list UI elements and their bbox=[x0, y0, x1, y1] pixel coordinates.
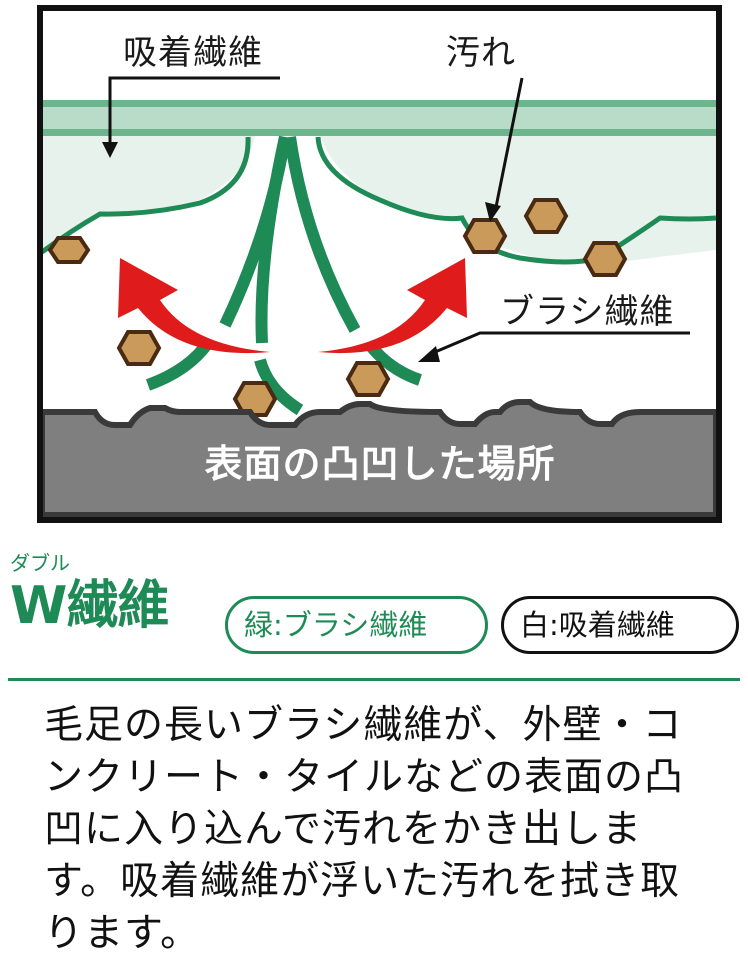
diagram-illustration bbox=[37, 5, 722, 523]
legend-green-badge: 緑:ブラシ繊維 bbox=[225, 596, 488, 654]
section-divider bbox=[8, 678, 740, 681]
label-absorbent-fiber: 吸着繊維 bbox=[123, 33, 263, 73]
legend-white-badge: 白:吸着繊維 bbox=[501, 596, 739, 654]
label-dirt: 汚れ bbox=[446, 33, 516, 73]
dirt-particles bbox=[47, 198, 628, 417]
arrow-left-icon bbox=[118, 258, 270, 354]
label-brush-fiber: ブラシ繊維 bbox=[500, 292, 675, 332]
diagram-frame bbox=[37, 5, 722, 523]
label-surface: 表面の凸凹した場所 bbox=[204, 442, 556, 486]
fiber-diagram: 吸着繊維 汚れ ブラシ繊維 表面の凸凹した場所 bbox=[37, 5, 722, 523]
brush-fibers bbox=[145, 135, 423, 416]
title-ruby: ダブル bbox=[10, 551, 70, 575]
uneven-surface bbox=[39, 399, 719, 518]
description-text: 毛足の長いブラシ繊維が、外壁・コンクリート・タイルなどの表面の凸凹に入り込んで汚… bbox=[44, 703, 685, 956]
section-title: W繊維 bbox=[10, 576, 169, 636]
pointer-brush-icon bbox=[418, 346, 440, 362]
pointer-dirt-icon bbox=[485, 202, 501, 222]
arrow-right-icon bbox=[318, 258, 467, 354]
absorbent-fiber-outline-left bbox=[40, 136, 251, 255]
pointer-absorbent-icon bbox=[102, 142, 118, 158]
absorbent-fiber-outline-right bbox=[315, 136, 717, 265]
